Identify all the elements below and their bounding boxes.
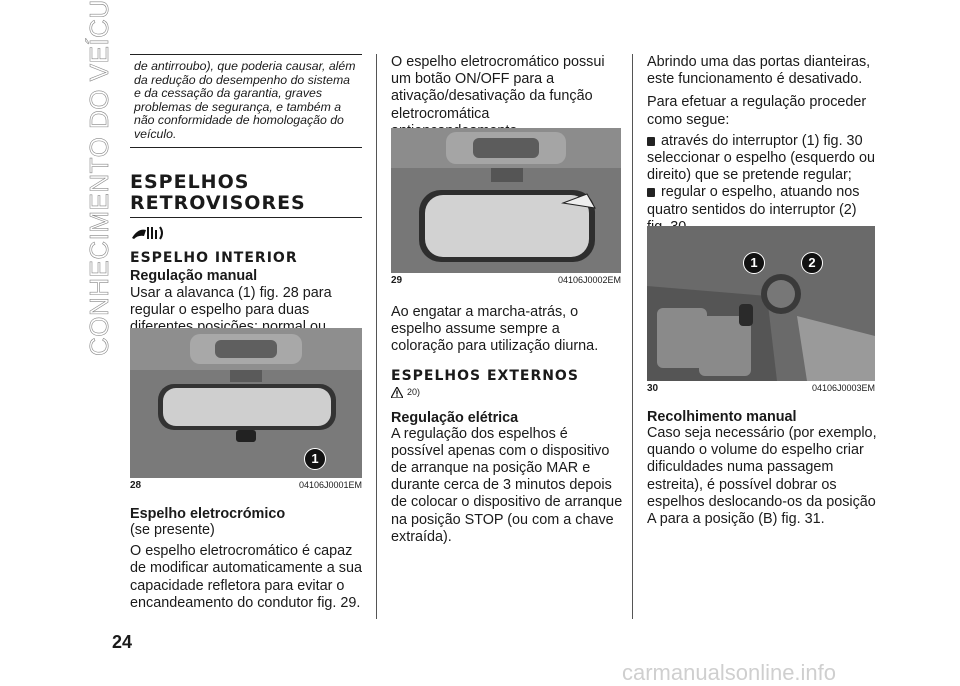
column-divider	[376, 54, 377, 619]
section-rule	[130, 216, 362, 219]
figure-30-caption: 30 04106J0003EM	[647, 383, 875, 394]
watermark-footer: carmanualsonline.info	[622, 660, 837, 685]
warning-ref-text: 20)	[407, 387, 421, 398]
figure-code: 04106J0001EM	[298, 480, 362, 490]
figure-number: 28	[130, 480, 142, 491]
figure-28-interior-mirror: 1	[130, 328, 362, 478]
figure-29-electrochromic-mirror	[391, 128, 621, 273]
paragraph: A regulação dos espelhos é possível apen…	[391, 425, 623, 545]
section-title-external: ESPELHOS EXTERNOS	[391, 367, 579, 384]
figure-28-caption: 28 04106J0001EM	[130, 480, 362, 491]
column-2-lower: Ao engatar a marcha-atrás, o espelho ass…	[391, 304, 623, 546]
sub-heading: Regulação manual	[130, 268, 258, 285]
bullet-text: através do interruptor (1) fig. 30 selec…	[647, 132, 876, 184]
figure-30-door-switch: 1 2	[647, 226, 875, 381]
figure-code: 04106J0003EM	[811, 383, 875, 393]
callout-1: 1	[304, 448, 326, 470]
warning-reference: 20)	[391, 386, 623, 398]
column-1-lower: Espelho eletrocrómico (se presente) O es…	[130, 506, 362, 612]
heading-electrochromic: Espelho eletrocrómico	[130, 506, 286, 522]
figure-number: 30	[647, 383, 659, 394]
warning-note: de antirroubo), que poderia causar, além…	[130, 54, 362, 148]
column-divider	[632, 54, 633, 619]
sub-section-title: ESPELHO INTERIOR	[130, 250, 298, 267]
paragraph: Para efetuar a regulação proceder como s…	[647, 94, 867, 128]
heading-manual-fold: Recolhimento manual	[647, 409, 797, 425]
paragraph: Abrindo uma das portas dianteiras, este …	[647, 54, 871, 88]
column-3: Abrindo uma das portas dianteiras, este …	[647, 54, 877, 236]
paragraph: O espelho eletrocromático é capaz de mod…	[130, 543, 362, 611]
heading-note: (se presente)	[130, 522, 215, 538]
bullet-icon	[647, 136, 655, 146]
column-3-lower: Recolhimento manual Caso seja necessário…	[647, 409, 877, 528]
bullet-icon	[647, 188, 655, 198]
heading-electric: Regulação elétrica	[391, 409, 519, 426]
callout-2: 2	[801, 252, 823, 274]
side-section-title: CONHECIMENTO DO VEÍCULO	[84, 0, 124, 356]
paragraph: Ao engatar a marcha-atrás, o espelho ass…	[391, 304, 599, 355]
figure-29-caption: 29 04106J0002EM	[391, 275, 621, 286]
callout-1: 1	[743, 252, 765, 274]
column-1: de antirroubo), que poderia causar, além…	[130, 54, 362, 354]
page-number: 24	[112, 632, 133, 652]
warning-triangle-icon	[391, 386, 403, 398]
section-title-line1: ESPELHOS	[130, 170, 250, 193]
section-title: ESPELHOS RETROVISORES	[130, 170, 362, 214]
paragraph: Caso seja necessário (por exemplo, quand…	[647, 425, 877, 528]
figure-code: 04106J0002EM	[557, 275, 621, 285]
bullet-item: através do interruptor (1) fig. 30 selec…	[647, 133, 877, 185]
figure-number: 29	[391, 275, 403, 286]
side-title-text: CONHECIMENTO DO VEÍCULO	[84, 0, 115, 356]
section-title-line2: RETROVISORES	[130, 191, 306, 214]
mirror-symbol-icon	[130, 224, 362, 244]
